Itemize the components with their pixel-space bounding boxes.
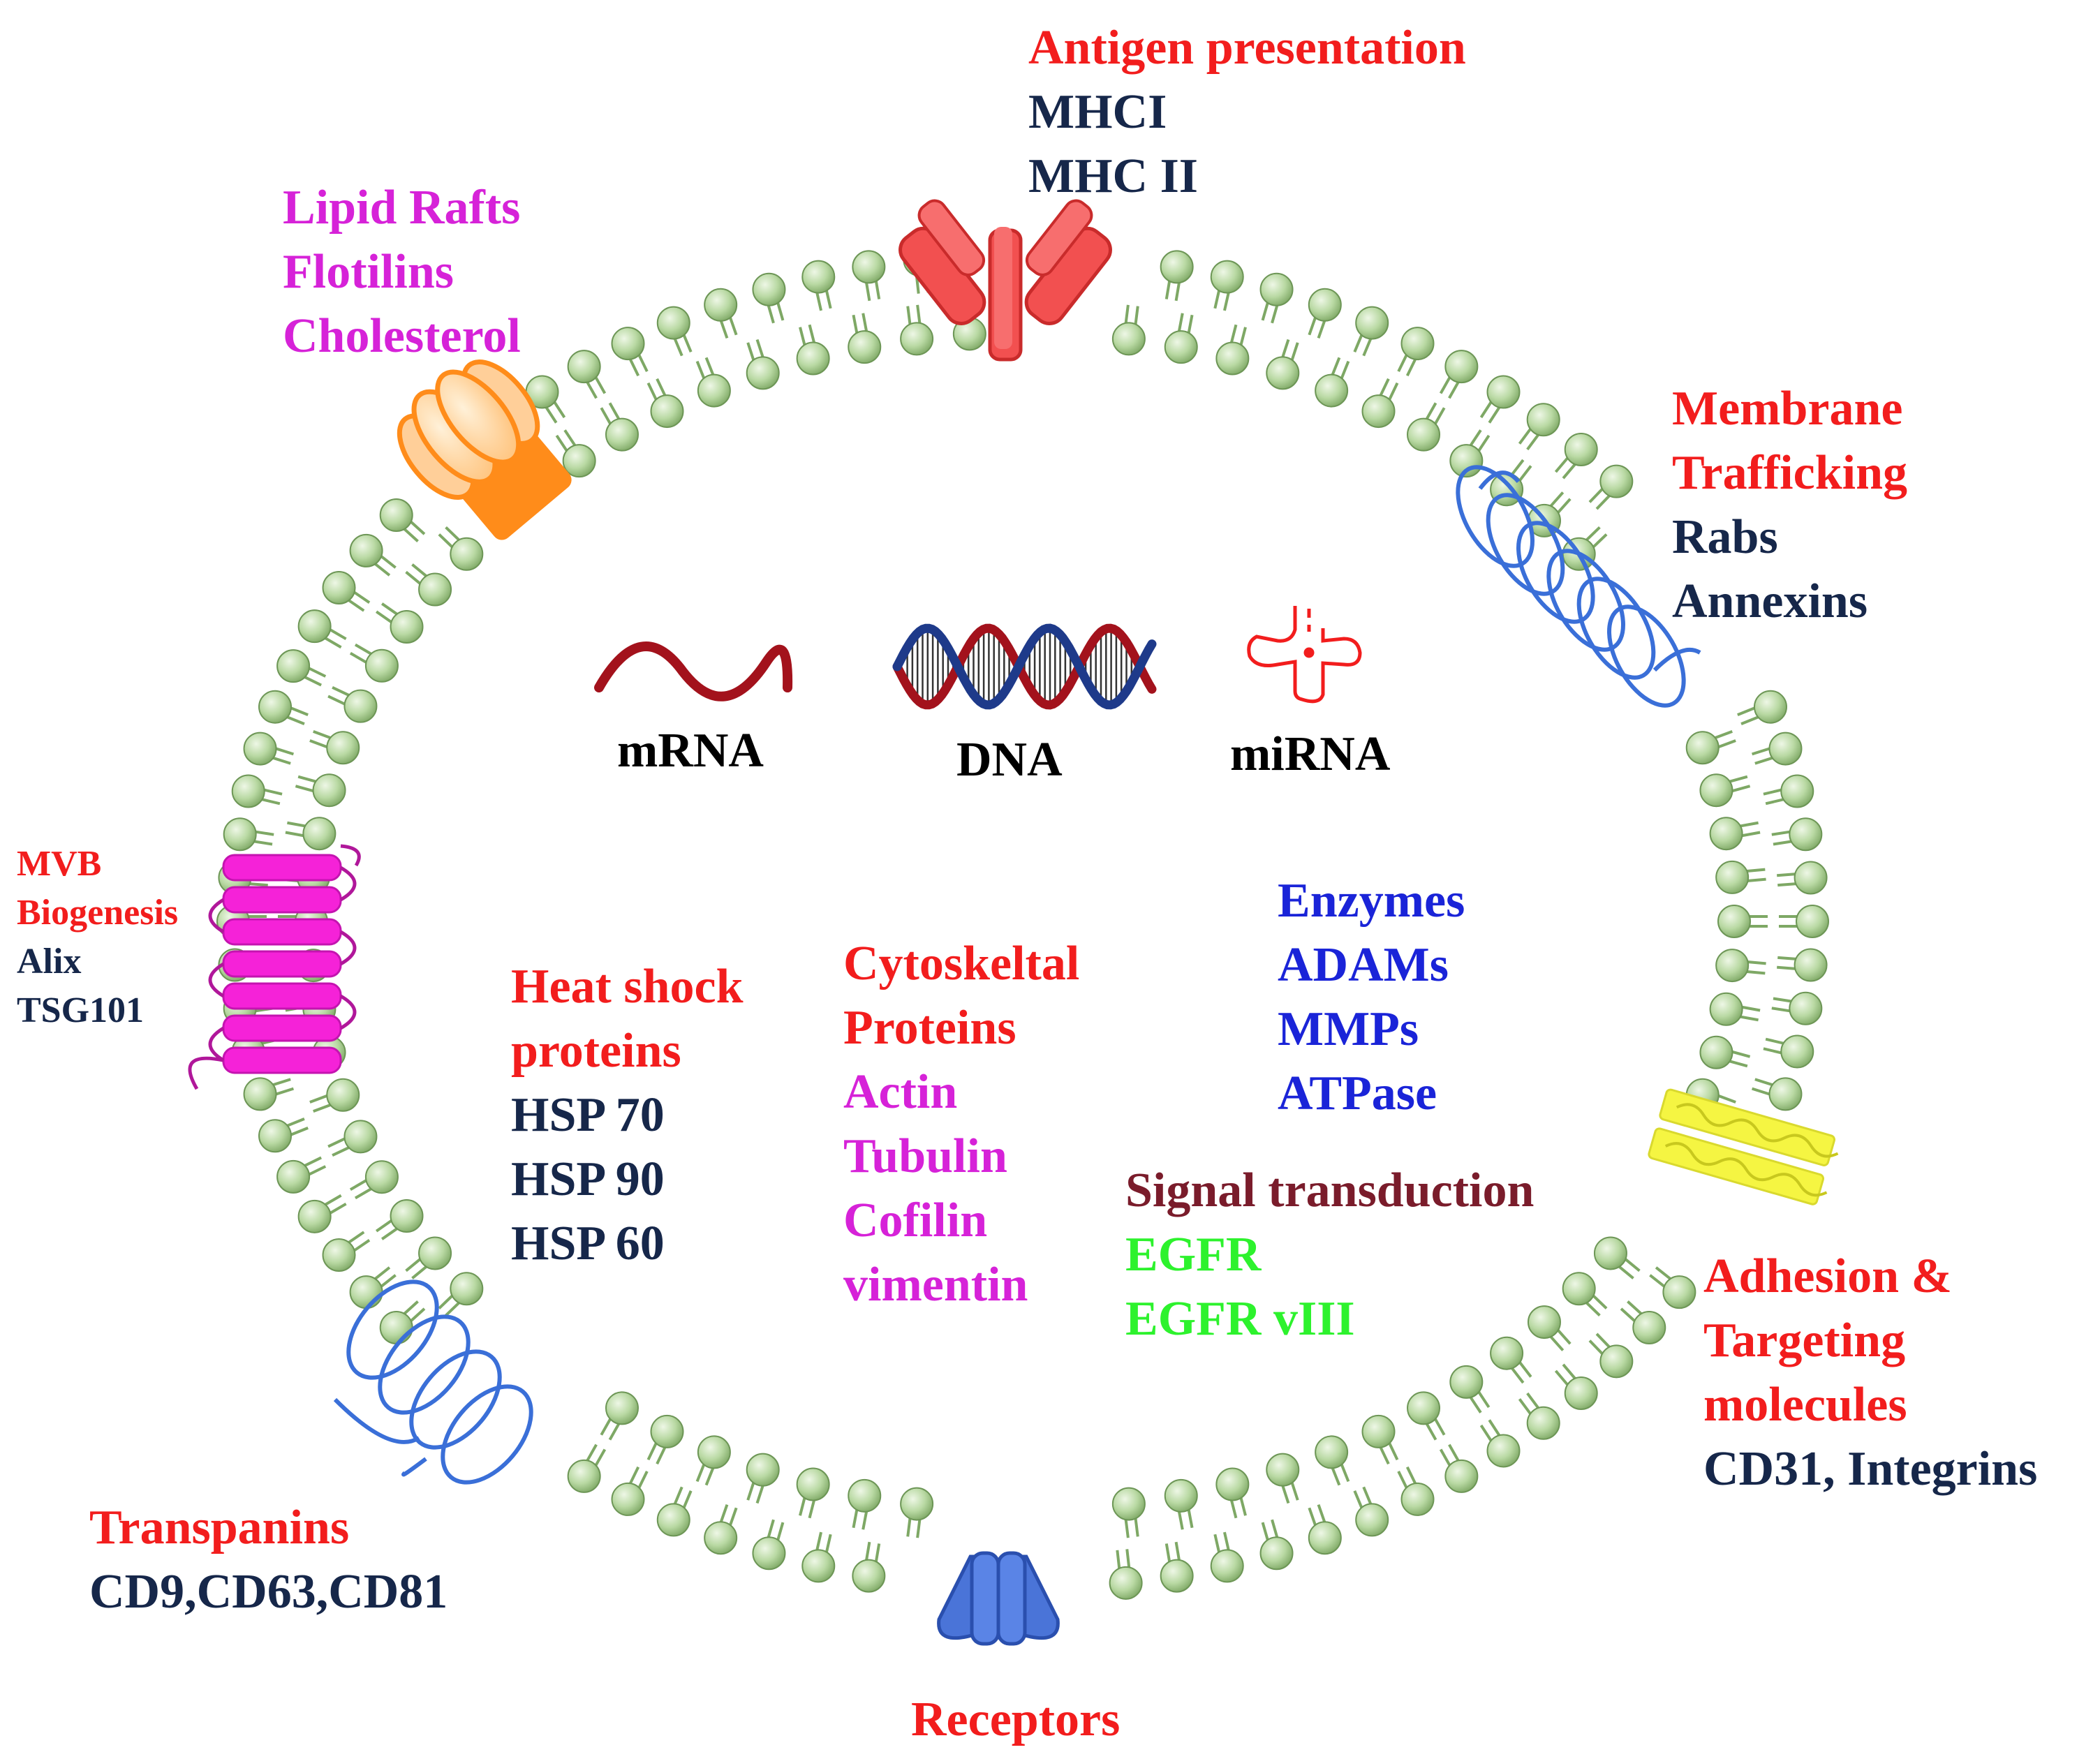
antigen-presentation-label: Antigen presentation MHCI MHC II <box>1028 16 1466 209</box>
receptors-label: Receptors <box>911 1693 1121 1746</box>
cytoskeletal-item-2: Cofilin <box>843 1194 988 1247</box>
signal-item-1: EGFR vIII <box>1125 1292 1355 1346</box>
adhesion-title-2: molecules <box>1703 1378 1907 1432</box>
mrna-icon <box>594 641 793 702</box>
adhesion-molecule-icon <box>1648 1088 1839 1205</box>
mvb-title-1: Biogenesis <box>17 893 179 933</box>
adhesion-targeting-label: Adhesion & Targeting molecules CD31, Int… <box>1703 1245 2037 1501</box>
mvb-biogenesis-label: MVB Biogenesis Alix TSG101 <box>17 840 178 1035</box>
cytoskeletal-item-1: Tubulin <box>843 1129 1007 1183</box>
mrna-label: mRNA <box>617 724 764 778</box>
receptor-icon <box>937 1551 1060 1646</box>
adhesion-title-1: Targeting <box>1703 1314 1906 1367</box>
membrane-trafficking-title-1: Trafficking <box>1672 446 1908 500</box>
membrane-trafficking-item-0: Rabs <box>1672 510 1778 564</box>
mirna-icon <box>1247 606 1362 704</box>
signal-title: Signal transduction <box>1125 1164 1535 1217</box>
lipid-bilayer-membrane <box>216 243 1829 1600</box>
membrane-lipid-heads <box>216 243 1829 1600</box>
signal-item-0: EGFR <box>1125 1228 1262 1282</box>
enzymes-item-1: ADAMs <box>1278 938 1449 992</box>
membrane-trafficking-item-1: Annexins <box>1672 574 1868 628</box>
enzymes-item-2: MMPs <box>1278 1002 1419 1056</box>
heat-shock-item-0: HSP 70 <box>511 1088 665 1142</box>
rab-helix-icon <box>1456 465 1701 708</box>
mirna-label: miRNA <box>1230 727 1391 781</box>
adhesion-title-0: Adhesion & <box>1703 1249 1952 1303</box>
antigen-title: Antigen presentation <box>1028 21 1466 75</box>
mhc-protein-icon <box>899 199 1112 362</box>
antigen-item-0: MHCI <box>1028 85 1167 139</box>
membrane-trafficking-title-0: Membrane <box>1672 382 1903 436</box>
lipid-raft-icon <box>397 359 572 540</box>
cytoskeletal-title-1: Proteins <box>843 1001 1016 1055</box>
transpanins-title: Transpanins <box>89 1501 350 1554</box>
heat-shock-item-1: HSP 90 <box>511 1152 665 1206</box>
heat-shock-item-2: HSP 60 <box>511 1217 665 1270</box>
antigen-item-1: MHC II <box>1028 149 1199 203</box>
dna-label: DNA <box>956 733 1063 787</box>
adhesion-item-0: CD31, Integrins <box>1703 1442 2038 1496</box>
enzymes-label: Enzymes ADAMs MMPs ATPase <box>1278 869 1465 1126</box>
mvb-item-1: TSG101 <box>17 990 145 1030</box>
mvb-title-0: MVB <box>17 844 102 884</box>
heat-shock-title-0: Heat shock <box>511 960 744 1014</box>
mvb-item-0: Alix <box>17 942 82 981</box>
cytoskeletal-item-0: Actin <box>843 1065 958 1119</box>
dna-icon <box>892 623 1157 710</box>
cytoskeletal-title-0: Cytoskeltal <box>843 937 1080 990</box>
heat-shock-proteins-label: Heat shock proteins HSP 70 HSP 90 HSP 60 <box>511 955 744 1276</box>
lipid-rafts-item-0: Lipid Rafts <box>283 181 521 235</box>
lipid-rafts-item-1: Flotilins <box>283 245 454 299</box>
enzymes-item-0: Enzymes <box>1278 874 1465 928</box>
mvb-protein-icon <box>188 844 361 1090</box>
enzymes-item-3: ATPase <box>1278 1067 1437 1120</box>
membrane-trafficking-label: Membrane Trafficking Rabs Annexins <box>1672 377 1907 634</box>
cytoskeletal-proteins-label: Cytoskeltal Proteins Actin Tubulin Cofil… <box>843 932 1079 1317</box>
cytoskeletal-item-3: vimentin <box>843 1258 1028 1312</box>
transpanins-label: Transpanins CD9,CD63,CD81 <box>89 1496 448 1624</box>
heat-shock-title-1: proteins <box>511 1024 681 1078</box>
transpanins-item-0: CD9,CD63,CD81 <box>89 1565 448 1619</box>
transpanin-helix-icon <box>333 1279 533 1485</box>
signal-transduction-label: Signal transduction EGFR EGFR vIII <box>1125 1159 1534 1351</box>
lipid-rafts-label: Lipid Rafts Flotilins Cholesterol <box>283 176 521 369</box>
lipid-rafts-item-2: Cholesterol <box>283 309 521 363</box>
